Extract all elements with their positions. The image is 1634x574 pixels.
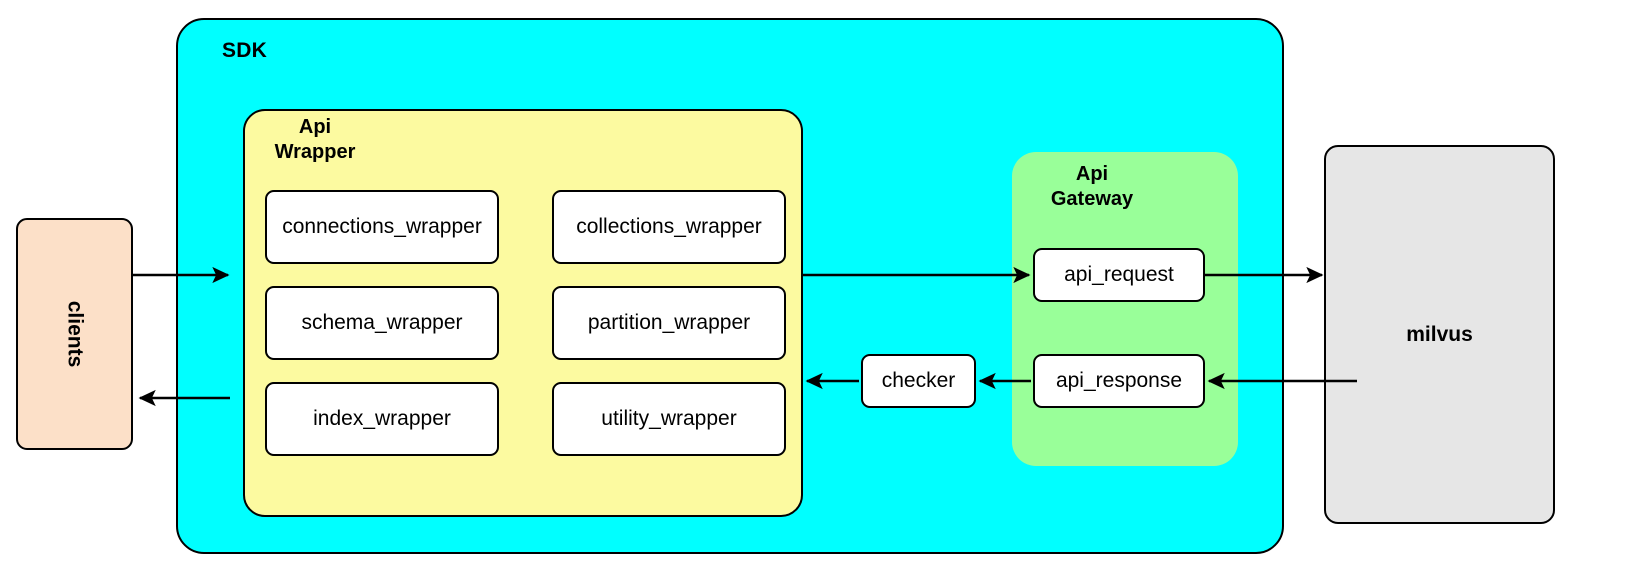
module-index-wrapper[interactable]: index_wrapper bbox=[265, 382, 499, 456]
module-connections-wrapper[interactable]: connections_wrapper bbox=[265, 190, 499, 264]
api-wrapper-label-line2: Wrapper bbox=[274, 141, 356, 163]
module-partition-wrapper[interactable]: partition_wrapper bbox=[552, 286, 786, 360]
clients-node[interactable]: clients bbox=[16, 218, 133, 450]
api-gateway-label: Api Gateway bbox=[1022, 162, 1162, 212]
module-api-response[interactable]: api_response bbox=[1033, 354, 1205, 408]
module-collections-wrapper[interactable]: collections_wrapper bbox=[552, 190, 786, 264]
module-api-request[interactable]: api_request bbox=[1033, 248, 1205, 302]
api-wrapper-label: Api Wrapper bbox=[254, 115, 376, 165]
api-gateway-panel[interactable] bbox=[1012, 152, 1238, 466]
checker-node[interactable]: checker bbox=[861, 354, 976, 408]
module-utility-wrapper[interactable]: utility_wrapper bbox=[552, 382, 786, 456]
api-gateway-label-line1: Api bbox=[1075, 163, 1109, 185]
milvus-node[interactable]: milvus bbox=[1324, 145, 1555, 524]
sdk-label: SDK bbox=[222, 39, 267, 62]
clients-label: clients bbox=[63, 300, 87, 368]
module-schema-wrapper[interactable]: schema_wrapper bbox=[265, 286, 499, 360]
api-gateway-label-line2: Gateway bbox=[1050, 188, 1134, 210]
api-wrapper-label-line1: Api bbox=[298, 116, 332, 138]
